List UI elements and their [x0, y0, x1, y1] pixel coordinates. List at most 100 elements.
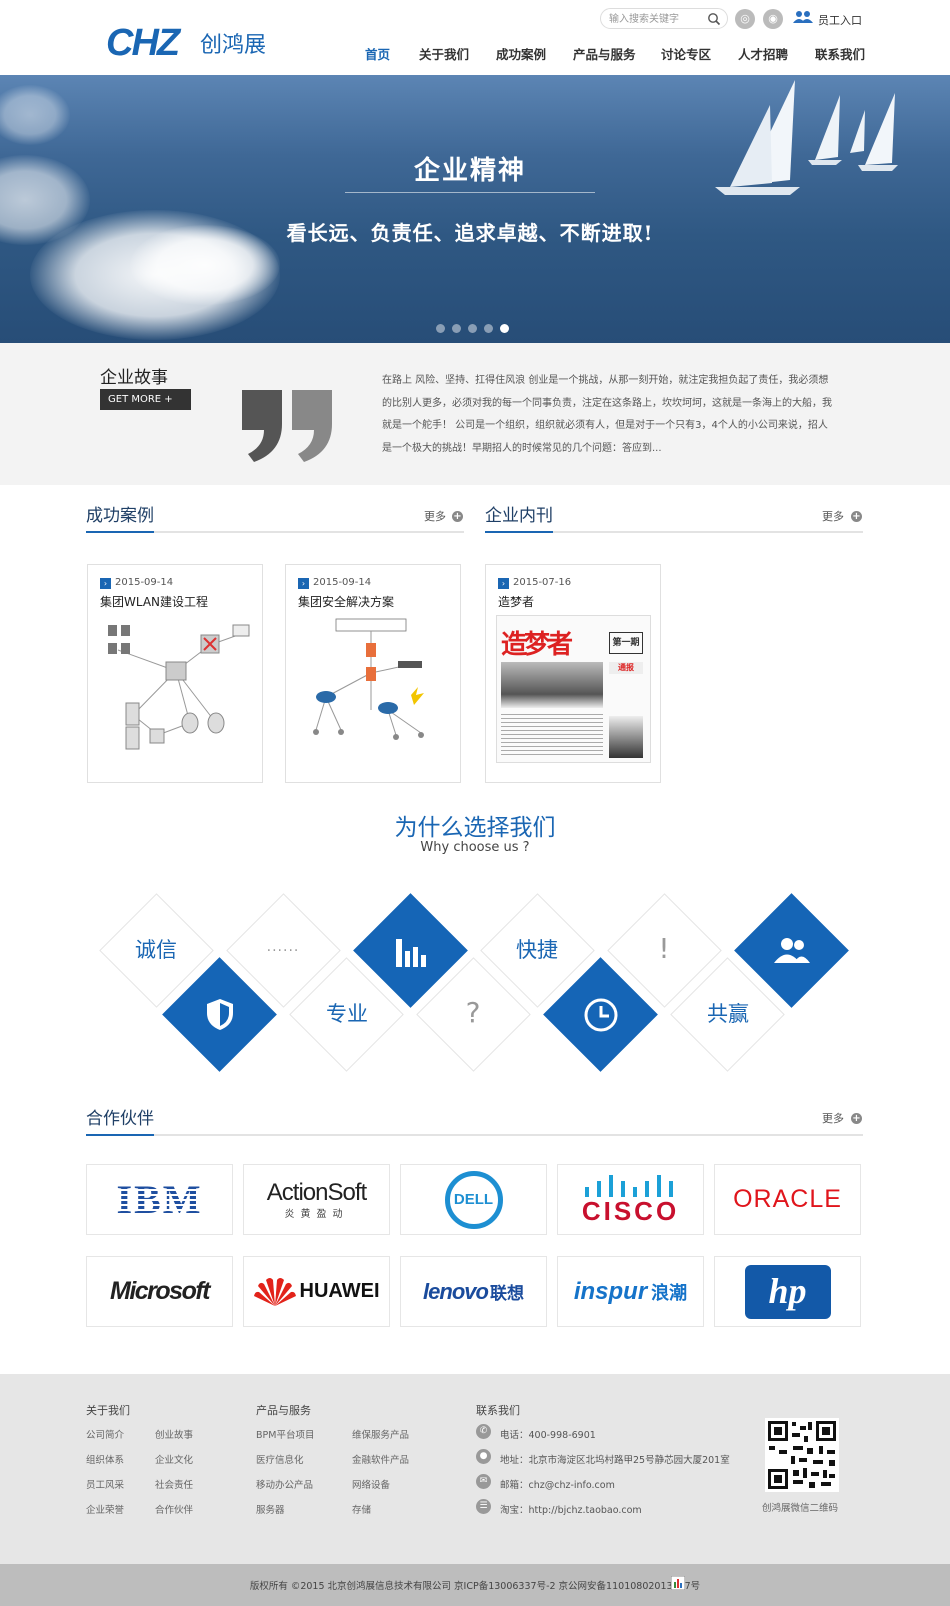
- dots-symbol: ......: [266, 939, 300, 955]
- journal-more-link[interactable]: 更多: [822, 510, 844, 523]
- partner-lenovo[interactable]: lenovo 联想: [400, 1256, 547, 1327]
- nav-careers[interactable]: 人才招聘: [738, 47, 789, 62]
- nav-contact[interactable]: 联系我们: [815, 47, 866, 62]
- contact-taobao[interactable]: 淘宝：http://bjchz.taobao.com: [500, 1505, 642, 1516]
- cloud-decoration: [0, 85, 70, 145]
- search-icon[interactable]: [707, 12, 721, 26]
- footer-link[interactable]: 维保服务产品: [352, 1430, 410, 1441]
- slide-dot-1[interactable]: [436, 324, 445, 333]
- slide-dot-3[interactable]: [468, 324, 477, 333]
- wechat-icon[interactable]: ◎: [735, 9, 755, 29]
- why-title: 为什么选择我们: [394, 815, 556, 841]
- cases-more-link[interactable]: 更多: [424, 510, 446, 523]
- partners-underline: [86, 1134, 863, 1136]
- nav-products[interactable]: 产品与服务: [573, 47, 636, 62]
- banner-title: 企业精神: [413, 156, 526, 186]
- logo-text[interactable]: 创鸿展: [200, 33, 267, 58]
- footer-link[interactable]: 存储: [352, 1505, 372, 1516]
- plus-icon[interactable]: +: [851, 511, 862, 522]
- journal-notice: 通报: [609, 662, 643, 674]
- partner-inspur[interactable]: inspur 浪潮: [557, 1256, 704, 1327]
- case-title: 集团安全解决方案: [298, 595, 395, 609]
- footer-products-title: 产品与服务: [256, 1404, 311, 1417]
- site-footer: 关于我们 公司简介 创业故事 组织体系 企业文化 员工风采 社会责任 企业荣誉 …: [0, 1374, 950, 1564]
- slide-dot-4[interactable]: [484, 324, 493, 333]
- partner-actionsoft[interactable]: ActionSoft 炎黄盈动: [243, 1164, 390, 1235]
- copyright-text: 版权所有 ©2015 北京创鸿展信息技术有限公司 京ICP备13006337号-…: [249, 1581, 701, 1592]
- footer-link[interactable]: 公司简介: [86, 1430, 125, 1441]
- winwin-label: 共赢: [707, 1002, 749, 1026]
- ibm-logo: IBM: [116, 1177, 203, 1222]
- users-icon[interactable]: [793, 10, 813, 28]
- why-subtitle: Why choose us ?: [420, 840, 530, 855]
- cisco-logo: CISCO: [581, 1195, 680, 1226]
- nav-discussion[interactable]: 讨论专区: [661, 47, 712, 62]
- footer-link[interactable]: 社会责任: [155, 1480, 194, 1491]
- partners-more-link[interactable]: 更多: [822, 1112, 844, 1125]
- exclaim-symbol: !: [658, 932, 670, 965]
- qr-code-image: [765, 1418, 839, 1492]
- clock-icon: [571, 997, 631, 1040]
- slide-dot-5[interactable]: [500, 324, 509, 333]
- partner-hp[interactable]: hp: [714, 1256, 861, 1327]
- integrity-label: 诚信: [135, 938, 177, 962]
- footer-link[interactable]: 合作伙伴: [155, 1505, 194, 1516]
- footer-about-title: 关于我们: [86, 1404, 130, 1417]
- contact-email[interactable]: 邮箱：chz@chz-info.com: [500, 1480, 615, 1491]
- nav-home[interactable]: 首页: [365, 47, 391, 62]
- partners-underline-accent: [86, 1134, 154, 1136]
- partner-microsoft[interactable]: Microsoft: [86, 1256, 233, 1327]
- plus-icon[interactable]: +: [452, 511, 463, 522]
- nav-cases[interactable]: 成功案例: [496, 47, 547, 62]
- journal-photo: [501, 662, 603, 708]
- footer-link[interactable]: 组织体系: [86, 1455, 125, 1466]
- partner-cisco[interactable]: CISCO: [557, 1164, 704, 1235]
- journal-cover-image: 造梦者 第一期 通报: [496, 615, 651, 763]
- contact-address: 地址：北京市海淀区北坞村路甲25号静芯园大厦201室: [500, 1455, 730, 1466]
- footer-link[interactable]: 企业荣誉: [86, 1505, 125, 1516]
- case-title: 集团WLAN建设工程: [100, 595, 209, 609]
- hero-banner: 企业精神 看长远、负责任、追求卓越、不断进取!: [0, 75, 950, 343]
- case-card[interactable]: › 2015-09-14 集团WLAN建设工程: [87, 564, 263, 783]
- footer-link[interactable]: 移动办公产品: [256, 1480, 314, 1491]
- nav-about[interactable]: 关于我们: [419, 47, 470, 62]
- get-more-button[interactable]: GET MORE +: [100, 389, 191, 410]
- logo-mark[interactable]: CHZ: [106, 22, 180, 64]
- footer-link[interactable]: 服务器: [256, 1505, 285, 1516]
- footer-link[interactable]: 企业文化: [155, 1455, 194, 1466]
- actionsoft-cn: 炎黄盈动: [284, 1209, 349, 1220]
- copyright-bar: 版权所有 ©2015 北京创鸿展信息技术有限公司 京ICP备13006337号-…: [0, 1564, 950, 1606]
- footer-link[interactable]: 金融软件产品: [352, 1455, 410, 1466]
- footer-link[interactable]: 网络设备: [352, 1480, 391, 1491]
- microsoft-logo: Microsoft: [110, 1277, 211, 1305]
- journal-text-lines: [501, 714, 603, 758]
- journal-date: 2015-07-16: [513, 577, 572, 588]
- footer-link[interactable]: 创业故事: [155, 1430, 194, 1441]
- case-date: 2015-09-14: [313, 577, 372, 588]
- huawei-flower-icon: [253, 1277, 296, 1306]
- arrow-icon: ›: [100, 578, 111, 589]
- partner-huawei[interactable]: HUAWEI: [243, 1256, 390, 1327]
- partner-oracle[interactable]: ORACLE: [714, 1164, 861, 1235]
- cisco-bars-icon: [584, 1174, 673, 1197]
- actionsoft-logo: ActionSoft: [266, 1179, 367, 1206]
- weibo-icon[interactable]: ◉: [763, 9, 783, 29]
- lenovo-logo: lenovo: [423, 1278, 489, 1304]
- stats-icon[interactable]: [671, 1576, 685, 1590]
- footer-link[interactable]: 医疗信息化: [256, 1455, 304, 1466]
- story-text: 在路上 风险、坚持、扛得住风浪 创业是一个挑战，从那一刻开始，就注定我担负起了责…: [382, 375, 832, 454]
- slide-dot-2[interactable]: [452, 324, 461, 333]
- footer-link[interactable]: BPM平台项目: [256, 1430, 315, 1441]
- search-input[interactable]: [609, 11, 704, 27]
- staff-entry-link[interactable]: 员工入口: [818, 14, 862, 27]
- partner-dell[interactable]: DELL: [400, 1164, 547, 1235]
- shield-icon: [190, 997, 250, 1038]
- journal-card[interactable]: › 2015-07-16 造梦者 造梦者 第一期 通报: [485, 564, 661, 783]
- footer-link[interactable]: 员工风采: [86, 1480, 125, 1491]
- oracle-logo: ORACLE: [733, 1185, 842, 1213]
- plus-icon[interactable]: +: [851, 1113, 862, 1124]
- sailboats-image: [715, 80, 898, 195]
- partner-ibm[interactable]: IBM: [86, 1164, 233, 1235]
- banner-subtitle: 看长远、负责任、追求卓越、不断进取!: [286, 221, 654, 245]
- case-card[interactable]: › 2015-09-14 集团安全解决方案: [285, 564, 461, 783]
